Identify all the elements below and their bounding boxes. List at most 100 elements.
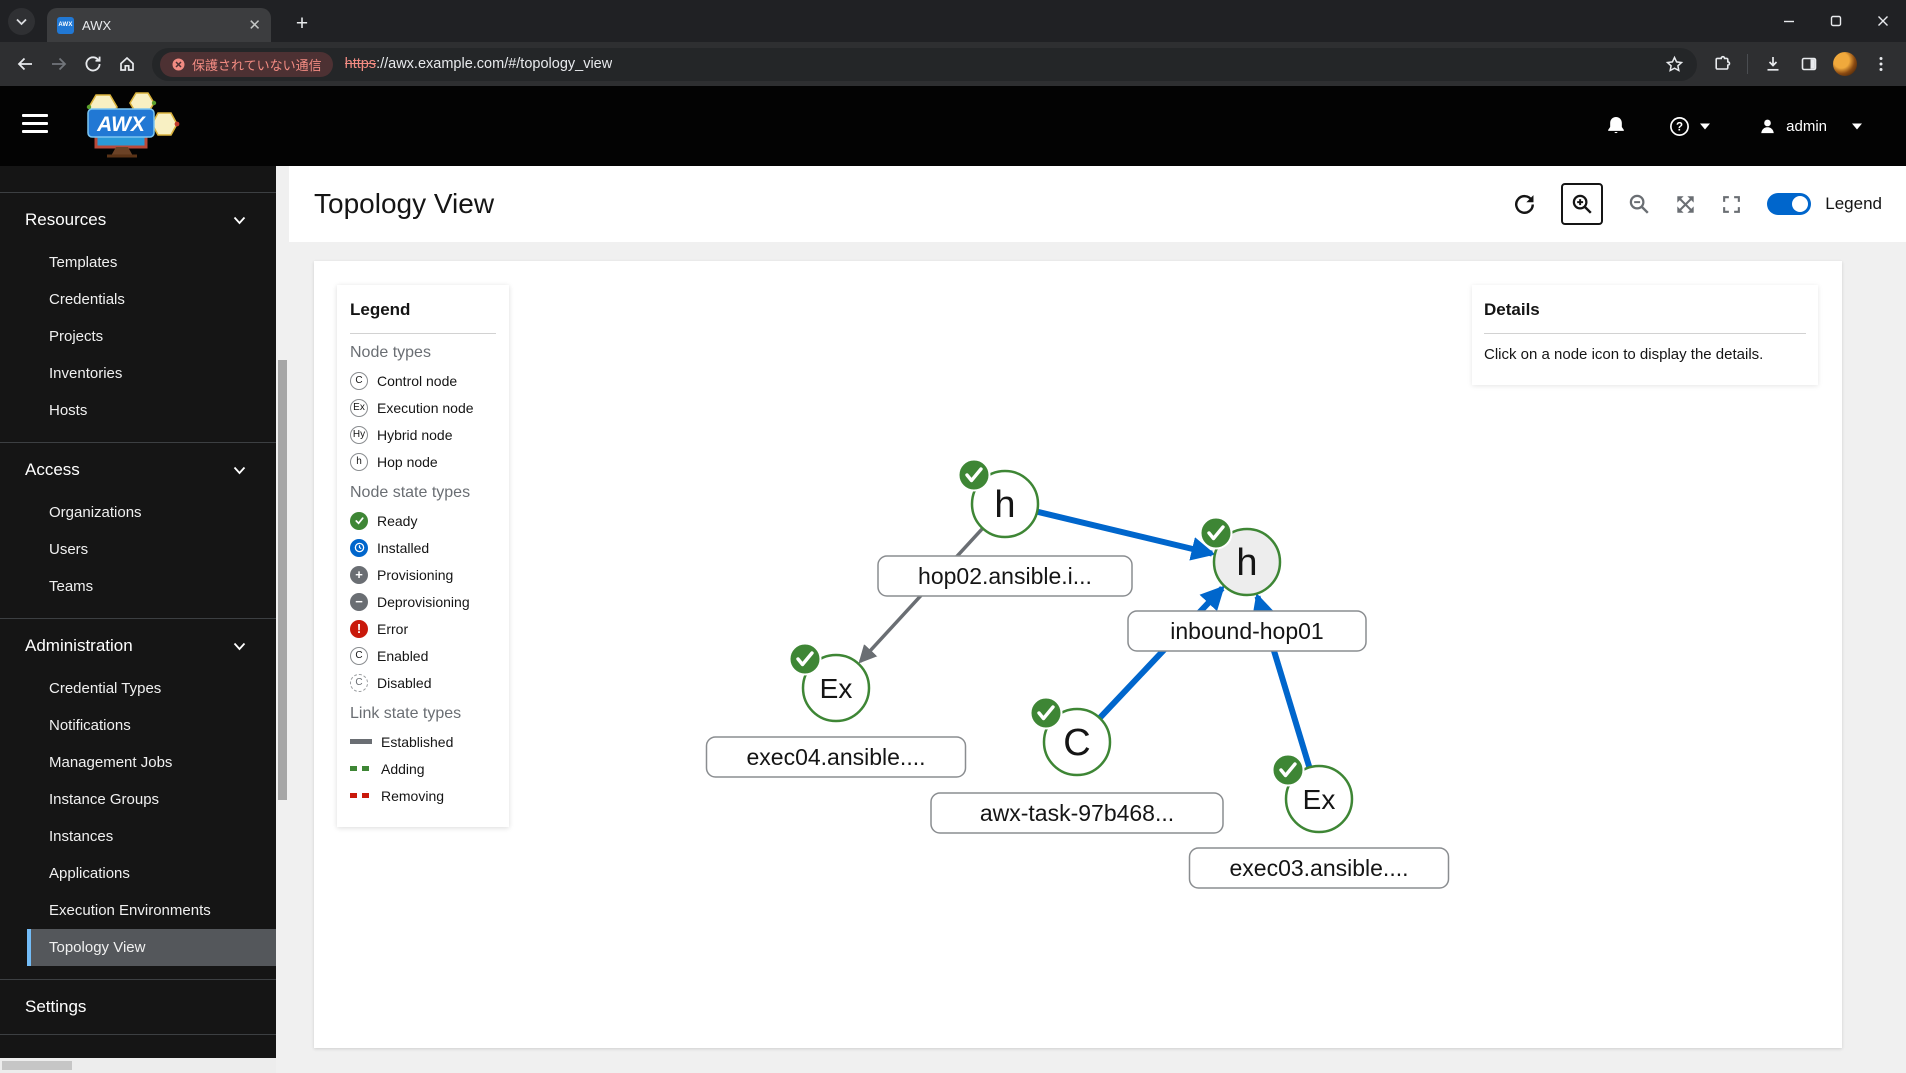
help-button[interactable]: ?	[1669, 116, 1711, 137]
awx-favicon: AWX	[57, 16, 74, 34]
window-maximize-button[interactable]	[1812, 0, 1859, 42]
sidebar-item-teams[interactable]: Teams	[49, 578, 94, 595]
reload-button[interactable]	[76, 47, 110, 81]
fullscreen-button[interactable]	[1721, 194, 1742, 215]
window-minimize-button[interactable]	[1765, 0, 1812, 42]
sidebar-item-organizations[interactable]: Organizations	[49, 504, 142, 521]
tab-close-icon[interactable]: ✕	[248, 16, 261, 34]
sidebar-horizontal-scrollbar[interactable]	[0, 1058, 276, 1073]
sidebar-group-header-access[interactable]: Access	[0, 454, 276, 486]
svg-text:exec03.ansible....: exec03.ansible....	[1229, 855, 1408, 881]
zoom-out-button[interactable]	[1628, 193, 1650, 215]
svg-text:exec04.ansible....: exec04.ansible....	[746, 744, 925, 770]
awx-logo: AWX	[86, 92, 180, 158]
sidebar-item-applications[interactable]: Applications	[49, 865, 130, 882]
legend-item-label: Execution node	[377, 399, 474, 416]
details-title: Details	[1484, 300, 1540, 319]
sidebar-item-users[interactable]: Users	[49, 541, 89, 558]
back-button[interactable]	[8, 47, 42, 81]
sidebar-item-credentials[interactable]: Credentials	[49, 291, 125, 308]
hamburger-menu-icon[interactable]	[22, 114, 48, 138]
sidebar-item-inventories[interactable]: Inventories	[49, 365, 123, 382]
security-chip[interactable]: 保護されていない通信	[160, 51, 333, 77]
disabled-node-icon: C	[350, 673, 368, 692]
node-exec03[interactable]: Ex	[1271, 753, 1354, 834]
home-button[interactable]	[110, 47, 144, 81]
sidebar-item-instances[interactable]: Instances	[49, 828, 114, 845]
downloads-button[interactable]	[1756, 47, 1790, 81]
details-empty-message: Click on a node icon to display the deta…	[1484, 346, 1764, 363]
sidebar-scrollbar-thumb[interactable]	[278, 360, 287, 800]
legend-item-error: !Error	[350, 615, 496, 642]
sidebar-group-header-resources[interactable]: Resources	[0, 204, 276, 236]
sidebar-group-header-settings[interactable]: Settings	[0, 991, 276, 1023]
sidebar-item-topology-view[interactable]: Topology View	[27, 929, 276, 966]
sidebar-divider	[0, 979, 276, 980]
node-awx-task[interactable]: C	[1029, 696, 1112, 777]
window-close-button[interactable]	[1859, 0, 1906, 42]
new-tab-button[interactable]: +	[295, 12, 309, 35]
refresh-button[interactable]	[1513, 193, 1536, 216]
legend-item-label: Established	[381, 733, 454, 750]
sidebar-item-templates[interactable]: Templates	[49, 254, 118, 271]
legend-item-ready: Ready	[350, 507, 496, 534]
bookmark-button[interactable]	[1657, 47, 1691, 81]
browser-menu-button[interactable]	[1864, 47, 1898, 81]
svg-text:h: h	[1236, 542, 1257, 584]
edge-awx-task-to-inbound-hop01	[1097, 585, 1225, 721]
browser-tabstrip: AWX AWX ✕ +	[0, 0, 1906, 42]
page-title: Topology View	[314, 188, 495, 219]
legend-toggle[interactable]	[1767, 193, 1812, 215]
svg-text:?: ?	[1676, 121, 1683, 133]
zoom-in-button[interactable]	[1561, 183, 1604, 225]
node-inbound-hop01[interactable]: h	[1199, 516, 1282, 597]
node-hop02[interactable]: h	[957, 458, 1040, 539]
extensions-button[interactable]	[1705, 47, 1739, 81]
sidebar-item-execution-environments[interactable]: Execution Environments	[49, 902, 211, 919]
node-label-exec03: exec03.ansible....	[1188, 847, 1450, 889]
legend-item-label: Disabled	[377, 674, 432, 691]
download-icon	[1767, 57, 1779, 71]
security-chip-label: 保護されていない通信	[192, 57, 322, 73]
zoom-in-icon	[1573, 194, 1592, 214]
address-bar[interactable]: 保護されていない通信 https://awx.example.com/#/top…	[152, 47, 1697, 81]
node-exec04[interactable]: Ex	[788, 642, 871, 723]
home-icon	[120, 56, 134, 71]
legend-item-label: Error	[377, 620, 409, 637]
sidebar-scrollbar[interactable]	[276, 166, 289, 1073]
side-panel-button[interactable]	[1792, 47, 1826, 81]
browser-tab[interactable]: AWX AWX ✕	[47, 8, 271, 42]
legend-item-label: Removing	[381, 787, 445, 804]
forward-button[interactable]	[42, 47, 76, 81]
ready-badge-icon	[1199, 516, 1233, 550]
ready-badge-icon	[1271, 753, 1305, 787]
fit-to-screen-button[interactable]	[1675, 194, 1696, 215]
ready-badge-icon	[788, 642, 822, 676]
sidebar-group-header-administration[interactable]: Administration	[0, 630, 276, 662]
legend-item-established: Established	[350, 728, 496, 755]
details-panel: Details Click on a node icon to display …	[1472, 285, 1818, 385]
expand-arrows-icon	[1677, 195, 1694, 213]
sidebar-item-notifications[interactable]: Notifications	[49, 717, 131, 734]
user-menu[interactable]: admin	[1758, 117, 1862, 136]
sidebar-item-hosts[interactable]: Hosts	[49, 402, 88, 419]
svg-text:h: h	[994, 484, 1015, 526]
profile-button[interactable]	[1828, 47, 1862, 81]
legend-item-label: Installed	[377, 539, 430, 556]
sidebar-item-management-jobs[interactable]: Management Jobs	[49, 754, 173, 771]
node-label-hop02: hop02.ansible.i...	[877, 555, 1133, 597]
sidebar-item-credential-types[interactable]: Credential Types	[49, 680, 162, 697]
tab-search-button[interactable]	[8, 8, 35, 35]
sidebar-item-instance-groups[interactable]: Instance Groups	[49, 791, 160, 808]
sidebar-item-projects[interactable]: Projects	[49, 328, 104, 345]
legend-toggle-label: Legend	[1825, 194, 1882, 213]
notifications-button[interactable]	[1605, 115, 1627, 137]
legend-section-heading: Link state types	[350, 705, 462, 722]
kebab-menu-icon	[1879, 57, 1883, 71]
